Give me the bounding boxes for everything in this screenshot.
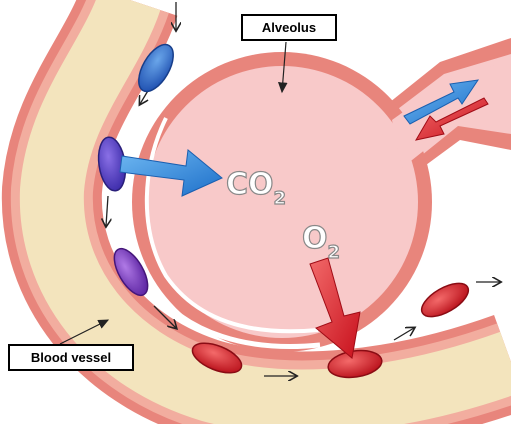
airflow-in-arrow bbox=[403, 79, 480, 125]
oxygenated-cell bbox=[420, 282, 470, 318]
vessel-pointer bbox=[59, 319, 110, 345]
transition-cell bbox=[113, 247, 149, 297]
vessel-plasma bbox=[19, 0, 511, 424]
alveolus-sac bbox=[146, 66, 418, 338]
oxygenated-cell bbox=[191, 342, 243, 374]
flow-arrow bbox=[153, 305, 176, 328]
co2-arrow bbox=[119, 149, 223, 197]
airflow-out-arrow bbox=[414, 97, 489, 141]
alveolus-pointer bbox=[277, 41, 288, 94]
deoxygenated-cell bbox=[138, 43, 174, 93]
flow-arrow bbox=[393, 328, 414, 341]
o2-label: O2 bbox=[302, 221, 340, 263]
blood-vessel-label: Blood vessel bbox=[8, 344, 134, 371]
o2-arrow bbox=[309, 257, 361, 359]
alveolus-label: Alveolus bbox=[241, 14, 337, 41]
flow-arrow bbox=[106, 195, 108, 226]
co2-label: CO2 bbox=[226, 167, 286, 209]
